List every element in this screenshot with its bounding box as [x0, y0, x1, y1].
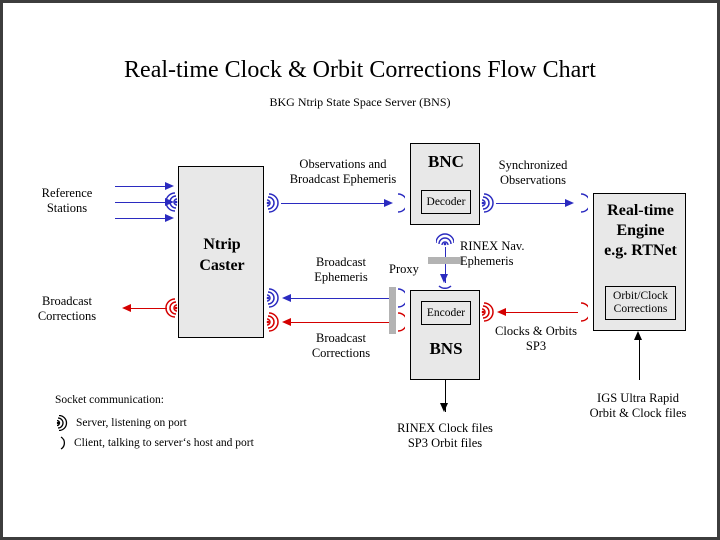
synchronized-line2: Observations [500, 173, 566, 187]
rt-engine-title-line3: e.g. RTNet [604, 242, 677, 259]
label-broadcast-corrections-left: Broadcast Corrections [17, 294, 117, 324]
arrow-clocks-orbits-line [506, 312, 578, 313]
reference-stations-line2: Stations [46, 201, 88, 215]
arrow-ref-station-3-head [165, 213, 174, 222]
socket-client-icon-rt-clocks-out [579, 301, 591, 323]
socket-client-icon-bns-corr-out [396, 311, 408, 333]
socket-server-icon-caster-obs [265, 192, 281, 214]
label-proxy: Proxy [389, 262, 419, 276]
bc-left-line1: Broadcast [42, 294, 92, 308]
bnc-decoder-subbox[interactable]: Decoder [421, 190, 471, 214]
socket-client-icon-bns-nav-in [437, 280, 452, 302]
arrow-rinex-clock-files-line [444, 380, 446, 412]
synchronized-line1: Synchronized [498, 158, 568, 172]
rinex-clock-files-line1: RINEX Clock files [397, 421, 493, 435]
legend-server-label: Server, listening on port [76, 417, 187, 429]
bns-title: BNS [429, 339, 463, 358]
box-rt-engine[interactable]: Real-time Engine e.g. RTNet Orbit/Clock … [593, 193, 686, 331]
ntrip-caster-title-line1: Ntrip [203, 236, 241, 253]
arrow-rinex-clock-files-head [440, 403, 448, 412]
socket-server-icon-bnc-out [480, 192, 496, 214]
broadcast-ephemeris-line1: Broadcast [316, 255, 366, 269]
reference-stations-line1: Reference [41, 186, 93, 200]
clocks-orbits-line1: Clocks & Orbits [495, 324, 577, 338]
orbit-clock-line1: Orbit/Clock [613, 290, 668, 302]
rinex-clock-files-line2: SP3 Orbit files [407, 436, 483, 450]
arrow-ref-station-1-line [115, 186, 165, 187]
page-title: Real-time Clock & Orbit Corrections Flow… [124, 57, 596, 83]
socket-server-icon-legend [55, 415, 71, 431]
socket-client-icon-bns-eph-out [396, 287, 408, 309]
rt-engine-title-line1: Real-time [607, 202, 674, 219]
igs-line1: IGS Ultra Rapid [597, 391, 679, 405]
arrow-observations-line [281, 203, 384, 204]
orbit-clock-line2: Corrections [613, 303, 668, 315]
box-bns[interactable]: Encoder BNS [410, 290, 480, 380]
socket-client-icon-rt-in [579, 192, 591, 214]
label-synchronized-observations: Synchronized Observations [481, 158, 585, 188]
arrow-bc-left-line [131, 308, 167, 309]
label-clocks-orbits: Clocks & Orbits SP3 [486, 324, 586, 354]
rt-engine-title-line2: Engine [616, 222, 665, 239]
legend-client-label: Client, talking to server‘s host and por… [74, 437, 254, 449]
arrow-ref-station-3-line [115, 218, 165, 219]
socket-server-icon-caster-in [163, 191, 179, 213]
box-bnc[interactable]: BNC Decoder [410, 143, 480, 225]
legend-client-row: Client, talking to server‘s host and por… [59, 435, 254, 451]
socket-server-icon-caster-eph [265, 287, 281, 309]
arrow-rinex-nav-head [440, 274, 448, 283]
arrow-clocks-orbits-head [497, 307, 506, 316]
broadcast-ephemeris-line2: Ephemeris [314, 270, 368, 284]
label-rinex-nav: RINEX Nav. Ephemeris [460, 239, 524, 269]
ntrip-caster-title-line2: Caster [199, 257, 245, 274]
socket-server-icon-caster-out-left [163, 297, 179, 319]
bc-mid-line1: Broadcast [316, 331, 366, 345]
igs-line2: Orbit & Clock files [589, 406, 687, 420]
arrow-synchronized-head [565, 198, 574, 207]
rinex-nav-line1: RINEX Nav. [460, 239, 525, 253]
proxy-bar-horizontal [428, 257, 462, 264]
socket-server-icon-rinex-nav [435, 231, 455, 253]
socket-server-icon-caster-corr [265, 311, 281, 333]
label-observations: Observations and Broadcast Ephemeris [275, 157, 411, 187]
arrow-observations-head [384, 198, 393, 207]
label-reference-stations: Reference Stations [21, 186, 113, 216]
arrow-rinex-nav-line [444, 247, 446, 283]
label-broadcast-ephemeris: Broadcast Ephemeris [298, 255, 384, 285]
arrow-synchronized-line [496, 203, 565, 204]
arrow-broadcast-corrections-mid-head [282, 317, 291, 326]
bc-mid-line2: Corrections [311, 346, 371, 360]
legend-heading: Socket communication: [55, 394, 164, 406]
arrow-broadcast-ephemeris-line [291, 298, 396, 299]
observations-line2: Broadcast Ephemeris [289, 172, 397, 186]
rinex-nav-line2: Ephemeris [460, 254, 514, 268]
arrow-bc-left-head [122, 303, 131, 312]
observations-line1: Observations and [299, 157, 387, 171]
socket-client-icon-legend [59, 435, 68, 451]
arrow-broadcast-corrections-mid-line [291, 322, 396, 323]
arrow-broadcast-ephemeris-head [282, 293, 291, 302]
rt-engine-orbit-clock-subbox[interactable]: Orbit/Clock Corrections [605, 286, 676, 320]
socket-client-icon-bnc-in [396, 192, 408, 214]
socket-server-icon-bns-clocks-in [480, 301, 496, 323]
arrow-igs-head [634, 331, 642, 340]
bns-encoder-subbox[interactable]: Encoder [421, 301, 471, 325]
arrow-ref-station-1-head [165, 181, 174, 190]
bc-left-line2: Corrections [37, 309, 97, 323]
proxy-bar-vertical [389, 287, 396, 334]
arrow-igs-line [638, 340, 640, 380]
label-igs-files: IGS Ultra Rapid Orbit & Clock files [573, 391, 703, 421]
box-ntrip-caster[interactable]: Ntrip Caster [178, 166, 264, 338]
label-rinex-clock-files: RINEX Clock files SP3 Orbit files [380, 421, 510, 451]
clocks-orbits-line2: SP3 [525, 339, 547, 353]
arrow-ref-station-2-line [115, 202, 165, 203]
page-subtitle: BKG Ntrip State Space Server (BNS) [269, 95, 451, 109]
label-broadcast-corrections-mid: Broadcast Corrections [296, 331, 386, 361]
legend-server-row: Server, listening on port [55, 415, 187, 431]
bnc-title: BNC [428, 152, 464, 171]
